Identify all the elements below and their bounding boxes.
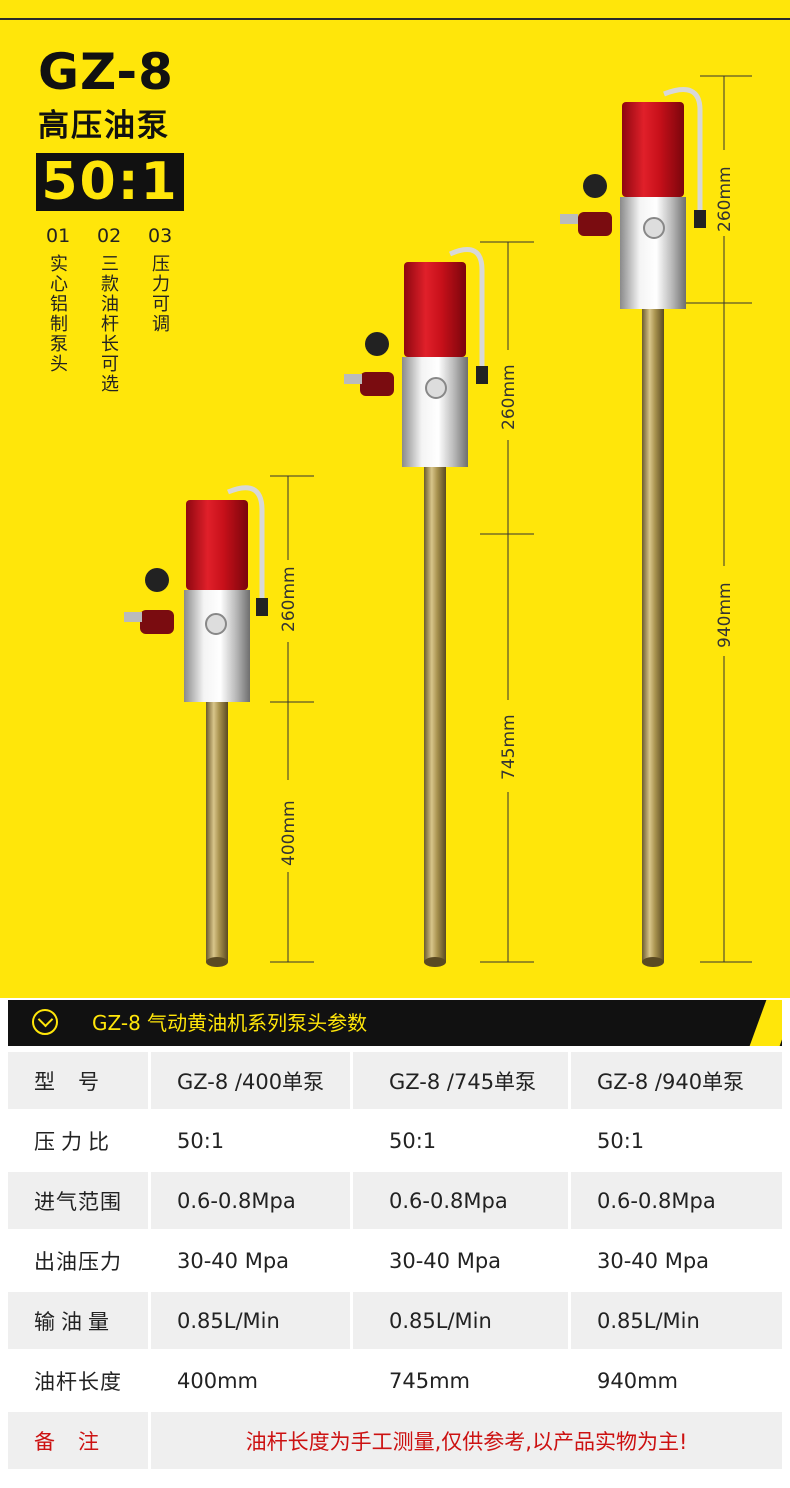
cell-940: 30-40 Mpa bbox=[568, 1232, 782, 1289]
cell-745: 30-40 Mpa bbox=[350, 1232, 568, 1289]
cell-400: 0.85L/Min bbox=[148, 1292, 350, 1349]
banner-title: GZ-8 气动黄油机系列泵头参数 bbox=[92, 1011, 368, 1035]
cell-745: 0.6-0.8Mpa bbox=[350, 1172, 568, 1229]
row-label: 型 号 bbox=[8, 1052, 148, 1109]
note-label: 备 注 bbox=[8, 1412, 148, 1469]
cell-940: 0.85L/Min bbox=[568, 1292, 782, 1349]
note-text: 油杆长度为手工测量,仅供参考,以产品实物为主! bbox=[148, 1412, 782, 1469]
cell-400: 400mm bbox=[148, 1352, 350, 1409]
row-label: 油杆长度 bbox=[34, 1369, 122, 1394]
product-subtitle: 高压油泵 bbox=[38, 108, 170, 144]
feature-number: 02 bbox=[97, 225, 122, 247]
hero-section: GZ-8 高压油泵 50:1 01 实心铝制泵头 02 三款油杆长可选 03 压… bbox=[0, 0, 790, 998]
feature-01: 01 实心铝制泵头 bbox=[46, 224, 76, 378]
cell-745: 0.85L/Min bbox=[350, 1292, 568, 1349]
table-row-note: 备 注 油杆长度为手工测量,仅供参考,以产品实物为主! bbox=[8, 1412, 782, 1469]
cell-400: GZ-8 /400单泵 bbox=[148, 1052, 350, 1109]
cell-400: 50:1 bbox=[148, 1112, 350, 1169]
cell-400: 30-40 Mpa bbox=[148, 1232, 350, 1289]
feature-number: 03 bbox=[148, 225, 173, 247]
feature-02: 02 三款油杆长可选 bbox=[97, 224, 127, 398]
cell-940: 940mm bbox=[568, 1352, 782, 1409]
model-title: GZ-8 bbox=[38, 43, 174, 101]
dim-label-pump3-rod: 940mm bbox=[715, 582, 735, 648]
row-label: 出油压力 bbox=[34, 1249, 122, 1274]
table-row: 进气范围 0.6-0.8Mpa 0.6-0.8Mpa 0.6-0.8Mpa bbox=[8, 1172, 782, 1229]
spec-banner: GZ-8 气动黄油机系列泵头参数 bbox=[8, 1000, 782, 1046]
cell-745: 50:1 bbox=[350, 1112, 568, 1169]
cell-940: GZ-8 /940单泵 bbox=[568, 1052, 782, 1109]
top-divider bbox=[0, 18, 790, 20]
row-label: 进气范围 bbox=[8, 1172, 148, 1229]
cell-745: 745mm bbox=[350, 1352, 568, 1409]
cell-400: 0.6-0.8Mpa bbox=[148, 1172, 350, 1229]
dim-label-pump2-head: 260mm bbox=[499, 364, 519, 430]
table-row: 型 号 GZ-8 /400单泵 GZ-8 /745单泵 GZ-8 /940单泵 bbox=[8, 1052, 782, 1109]
spec-table: 型 号 GZ-8 /400单泵 GZ-8 /745单泵 GZ-8 /940单泵 … bbox=[8, 1049, 782, 1472]
feature-text: 压力可调 bbox=[149, 254, 170, 334]
cell-940: 50:1 bbox=[568, 1112, 782, 1169]
chevron-down-circle-icon bbox=[32, 1009, 58, 1035]
dim-label-pump1-rod: 400mm bbox=[279, 800, 299, 866]
cell-940: 0.6-0.8Mpa bbox=[568, 1172, 782, 1229]
dim-label-pump1-head: 260mm bbox=[279, 566, 299, 632]
pump-2 bbox=[344, 247, 488, 967]
table-row: 出油压力 30-40 Mpa 30-40 Mpa 30-40 Mpa bbox=[8, 1232, 782, 1289]
pump-3 bbox=[560, 87, 706, 967]
feature-03: 03 压力可调 bbox=[148, 224, 178, 338]
dim-label-pump2-rod: 745mm bbox=[499, 714, 519, 780]
ratio-badge: 50:1 bbox=[36, 153, 184, 211]
feature-text: 三款油杆长可选 bbox=[98, 254, 119, 394]
feature-text: 实心铝制泵头 bbox=[47, 254, 68, 374]
dim-label-pump3-head: 260mm bbox=[715, 166, 735, 232]
banner-accent-stripe bbox=[749, 1000, 782, 1046]
row-label: 输油量 bbox=[8, 1292, 148, 1349]
row-label: 压力比 bbox=[34, 1129, 115, 1154]
pumps-illustration: 260mm 400mm 260mm 745mm bbox=[124, 75, 752, 967]
pump-1 bbox=[124, 485, 268, 967]
table-row: 输油量 0.85L/Min 0.85L/Min 0.85L/Min bbox=[8, 1292, 782, 1349]
feature-number: 01 bbox=[46, 225, 71, 247]
table-row: 压力比 50:1 50:1 50:1 bbox=[8, 1112, 782, 1169]
cell-745: GZ-8 /745单泵 bbox=[350, 1052, 568, 1109]
table-row: 油杆长度 400mm 745mm 940mm bbox=[8, 1352, 782, 1409]
